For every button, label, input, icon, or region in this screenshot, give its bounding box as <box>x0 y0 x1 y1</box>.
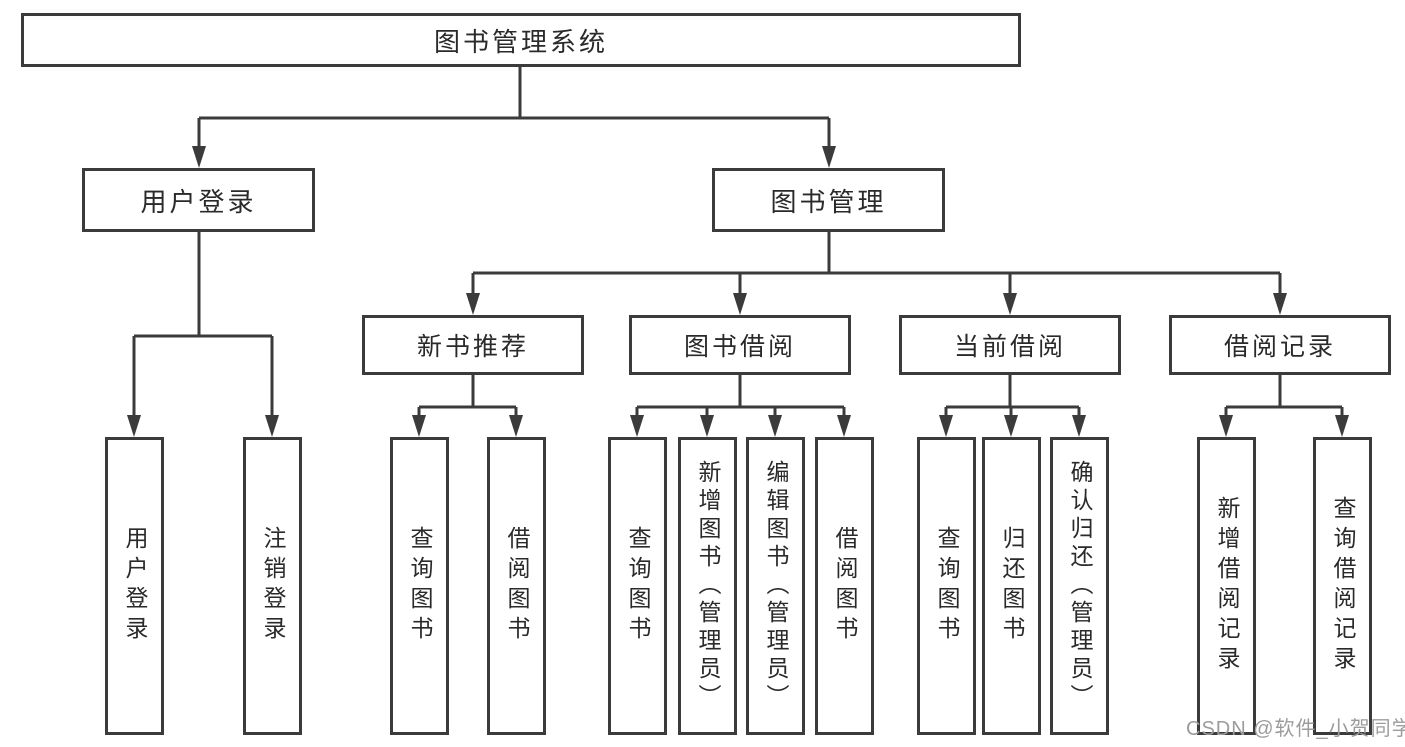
connector-root-to-level1 <box>192 67 836 168</box>
connector-bookmgmt-to-level2 <box>466 232 1287 315</box>
leaf-return-books: 归还图书 <box>982 437 1041 735</box>
connector-current-branch <box>939 375 1086 437</box>
watermark-text: CSDN @软件_小贺同学 <box>1186 718 1405 740</box>
connector-borrowing-branch <box>630 375 851 437</box>
leaf-borrow-books-borrowing: 借阅图书 <box>815 437 874 735</box>
node-user-login: 用户登录 <box>82 168 315 232</box>
leaf-user-login: 用户登录 <box>105 437 164 735</box>
node-current-borrowing: 当前借阅 <box>899 315 1121 375</box>
leaf-add-borrow-record: 新增借阅记录 <box>1197 437 1256 735</box>
node-new-book-recommend: 新书推荐 <box>362 315 584 375</box>
leaf-edit-book-admin: 编辑图书（管理员） <box>746 437 805 735</box>
node-borrow-records: 借阅记录 <box>1169 315 1391 375</box>
node-book-management: 图书管理 <box>712 168 945 232</box>
connector-newbook-branch <box>412 375 523 437</box>
connector-records-branch <box>1219 375 1349 437</box>
node-book-borrowing: 图书借阅 <box>629 315 851 375</box>
node-root: 图书管理系统 <box>21 13 1021 67</box>
leaf-query-borrow-record: 查询借阅记录 <box>1313 437 1372 735</box>
leaf-query-books-recommend: 查询图书 <box>390 437 449 735</box>
leaf-logout: 注销登录 <box>243 437 302 735</box>
leaf-borrow-books-recommend: 借阅图书 <box>487 437 546 735</box>
leaf-query-books-borrowing: 查询图书 <box>608 437 667 735</box>
leaf-query-books-current: 查询图书 <box>917 437 976 735</box>
leaf-add-book-admin: 新增图书（管理员） <box>678 437 737 735</box>
connector-login-branch <box>127 232 279 437</box>
leaf-confirm-return-admin: 确认归还（管理员） <box>1050 437 1109 735</box>
